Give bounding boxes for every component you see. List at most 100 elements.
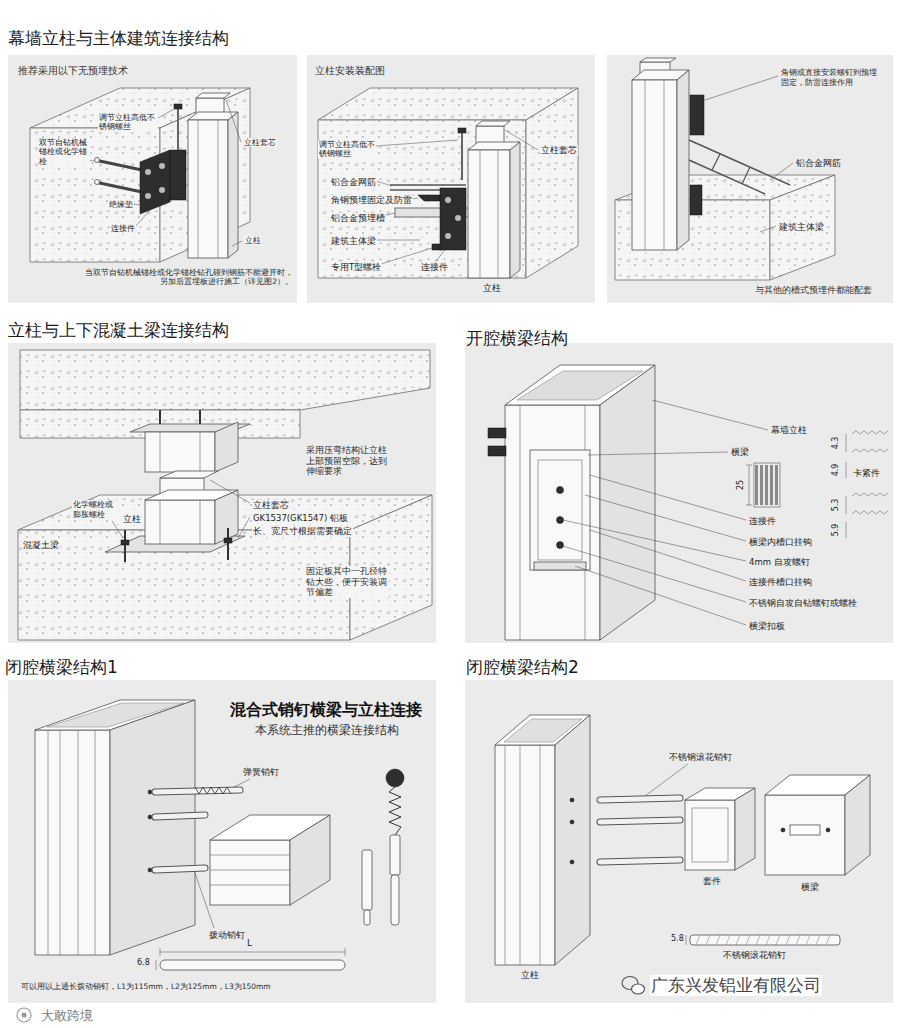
profile-section-part [846, 522, 847, 538]
transom-profile-part [210, 855, 290, 856]
connector-plate-part [159, 163, 165, 169]
callout-label: 立柱套芯 [252, 500, 290, 511]
concrete-block-part [318, 120, 526, 278]
panel: 闭腔横梁结构2 [462, 655, 893, 1003]
mullion-profile-part [468, 150, 510, 278]
knurled-pin-part [696, 935, 830, 945]
knurled-pin-part [686, 935, 687, 945]
concrete-beam-part [20, 350, 430, 410]
clamp-piece-part [765, 465, 768, 505]
anchor-bolt-part [95, 158, 100, 163]
dimension-line-part [345, 948, 346, 956]
mullion-profile-part [177, 108, 179, 150]
callout-label: 双节自钻机械锚栓或化学锚栓 [38, 138, 90, 166]
leader-line-part [436, 250, 445, 261]
mullion-profile-part [510, 142, 520, 278]
mullion-profile-part [95, 730, 96, 955]
panel-subtitle: 推荐采用以下无预埋技术 [18, 65, 128, 76]
connector-plate-part [440, 188, 466, 250]
sleeve-kit [685, 788, 755, 870]
mullion-profile-part [148, 815, 152, 819]
leader-line [705, 76, 793, 232]
section-heading: 幕墙立柱与主体建筑连接结构 [8, 28, 229, 48]
clamp-piece-part [770, 465, 773, 505]
leader-line [112, 480, 250, 538]
mullion-profile [35, 700, 195, 955]
mullion-profile [495, 715, 590, 965]
spring-pin-detail-part [386, 769, 404, 787]
note-text: 当双节自钻机械锚栓或化学锚栓钻孔碰到钢筋不能避开时，另加后置埋板进行施工（详见图… [80, 268, 294, 287]
callout-label: 化学螺栓或膨胀螺栓 [72, 500, 118, 520]
panel-ground-part [307, 55, 595, 303]
mullion-stub-part [145, 490, 238, 500]
logo-icon [17, 1008, 31, 1022]
mesh-bar-part [742, 167, 750, 184]
leader-line-part [505, 130, 538, 150]
mullion-stub-part [215, 422, 238, 472]
mullion-profile-part [188, 120, 228, 258]
callout-label: 角钢预埋固定及防雷 [330, 195, 413, 206]
anchor-bolt-part [95, 182, 142, 192]
logo-icon-part [17, 1008, 31, 1022]
clamp-piece-part [775, 465, 778, 505]
knurled-pin-part [690, 935, 840, 945]
transom-profile-part [210, 885, 290, 886]
leader-line-part [588, 452, 728, 455]
anchor-bolt-part [95, 160, 142, 170]
mullion-profile-part [690, 95, 704, 135]
feature-subtitle: 本系统主推的横梁连接结构 [255, 723, 399, 737]
section-heading: 闭腔横梁结构1 [5, 657, 118, 677]
panel-ground-part [607, 55, 893, 303]
dimension-line-part [160, 952, 345, 953]
panel-ground-part [8, 343, 436, 643]
pin-part [195, 787, 231, 794]
leader-line-part [760, 226, 776, 232]
dimension-line-part [156, 960, 157, 970]
callout-label: 不锈钢自攻自钻螺钉或螺栓 [748, 598, 858, 609]
callout-label: 立柱 [122, 514, 142, 525]
embedded-channel-part [418, 195, 440, 201]
mullion-profile-part [461, 132, 463, 180]
sleeve-kit-part [685, 800, 735, 870]
anchor-bolt-part [95, 180, 100, 185]
panel-note: 与其他的槽式预埋件都能配套 [755, 285, 872, 295]
mullion-stub-part [227, 528, 229, 560]
dimension: 4.9 [831, 463, 841, 478]
knurled-pin [686, 935, 840, 945]
spring-pin-detail-part [391, 875, 399, 925]
mullion-stub-part [224, 538, 232, 543]
pin-part [600, 798, 680, 800]
mullion-stub-part [160, 432, 161, 472]
mullion-stub-part [145, 432, 215, 472]
concrete-beam [18, 350, 432, 640]
building-beam-part [770, 175, 835, 280]
mullion-profile-part [570, 820, 574, 824]
mullion-profile-part [60, 730, 61, 955]
mullion-profile-part [35, 730, 110, 955]
mullion-profile-part [520, 745, 521, 965]
mesh-bar-part [712, 154, 720, 170]
concrete-block-part [160, 88, 250, 262]
clamp-piece-part [746, 505, 752, 506]
clamp-piece-part [755, 465, 758, 505]
note-text: 采用压弯结构让立柱上部预留空隙，达到伸缩要求 [305, 445, 389, 477]
callout-label: 幕墙立柱 [770, 425, 808, 436]
mullion-profile-part [505, 405, 600, 640]
callout-label: 立柱套芯 [540, 145, 578, 156]
leader-line-part [585, 495, 746, 541]
callout-label: 横梁内槽口挂钩 [748, 537, 813, 548]
mullion-profile-part [505, 745, 506, 965]
leader-line-part [226, 100, 241, 142]
callout-label: 连接件 [110, 224, 136, 233]
mullion-profile-part [570, 860, 574, 864]
transom-profile-part [210, 870, 290, 871]
connector-plate-part [170, 150, 186, 200]
dimension-line-part [160, 960, 345, 970]
sleeve-kit-part [692, 808, 728, 862]
watermark: 广东兴发铝业有限公司 [650, 975, 822, 996]
mullion-profile-part [690, 185, 702, 215]
profile-section-part [852, 493, 888, 496]
panel: 开腔横梁结构 [462, 318, 893, 643]
leader-line-part [195, 873, 214, 928]
